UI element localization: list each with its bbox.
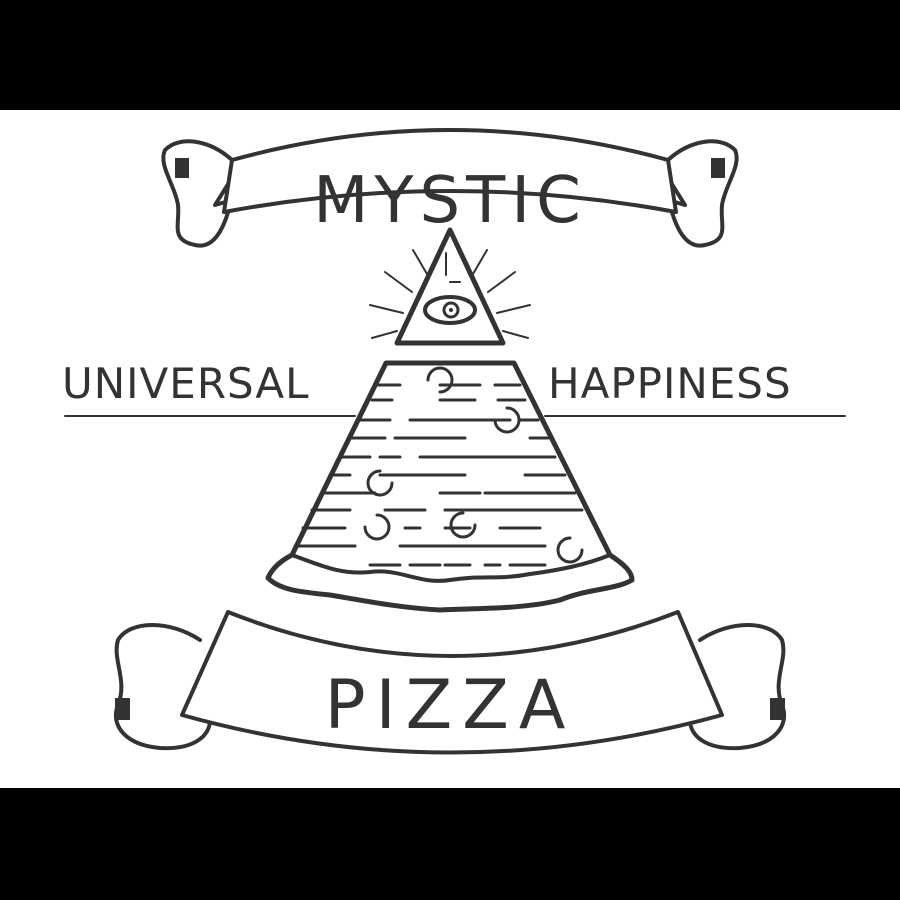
right-tagline: HAPPINESS [548, 359, 792, 408]
left-tagline: UNIVERSAL [62, 359, 310, 408]
left-curl-shadow [175, 158, 189, 178]
bottom-banner [113, 610, 787, 755]
logo-text: MYSTIC UNIVERSAL HAPPINESS PIZZA [62, 164, 792, 745]
right-curl-shadow [711, 158, 725, 178]
pizza-slice [265, 360, 635, 613]
eye-triangle [369, 227, 531, 346]
bottom-banner-text: PIZZA [325, 666, 576, 745]
top-banner-text: MYSTIC [313, 164, 587, 238]
top-banner [161, 128, 739, 248]
